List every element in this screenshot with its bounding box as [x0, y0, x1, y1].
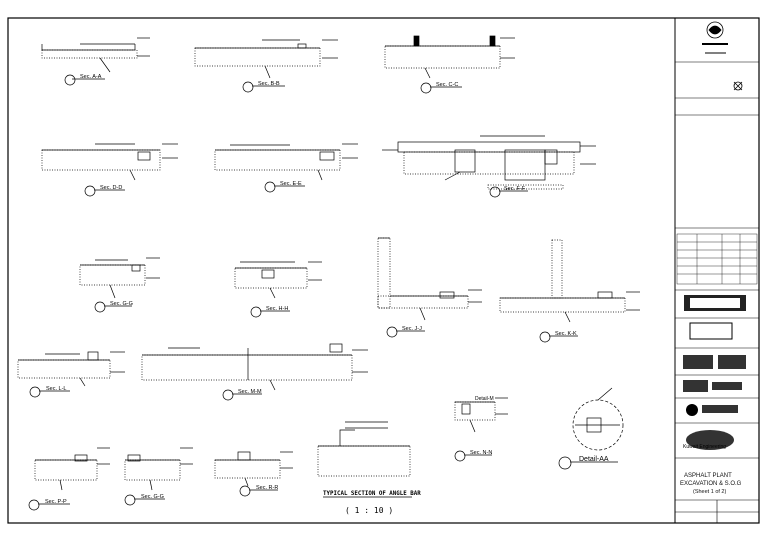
section-label-ee: Sec. E-E [280, 181, 302, 187]
section-cc-drawing [384, 35, 515, 94]
angle-bar-scale: ( 1 : 10 ) [345, 506, 393, 515]
section-label-mm: Sec. M-M [238, 389, 262, 395]
section-hh-drawing [234, 261, 322, 318]
section-label-aa: Sec. A-A [80, 74, 102, 80]
section-label-nn: Sec. N-N [470, 450, 492, 456]
section-label-dd: Sec. D-D [100, 185, 122, 191]
designer-monogram-logo [733, 81, 743, 91]
section-dd-drawing [41, 143, 178, 197]
sheet-border [7, 17, 760, 524]
section-label-rr: Sec. R-R [256, 485, 278, 491]
section-label-cc: Sec. C-C [436, 82, 458, 88]
detail-aa-drawing [558, 387, 624, 470]
company-logo-text: Kuwait Engineering [683, 444, 726, 450]
section-label-hh: Sec. H-H [266, 306, 288, 312]
section-jj-drawing [377, 237, 482, 338]
section-ee-drawing [214, 143, 358, 193]
section-bb-drawing [194, 39, 338, 93]
section-label-gg-2: Sec. G-G [141, 494, 164, 500]
angle-bar-title: TYPICAL SECTION OF ANGLE BAR [323, 491, 421, 497]
sheet-number: (Sheet 1 of 2) [693, 489, 726, 495]
section-label-ll: Sec. L-L [46, 386, 66, 392]
section-label-ff: Sec. F-F [504, 186, 526, 192]
state-emblem-logo [702, 21, 728, 54]
project-title-line1: ASPHALT PLANT [684, 473, 732, 479]
revision-table [676, 233, 758, 285]
section-aa-drawing [41, 37, 150, 86]
section-ff-drawing [382, 135, 596, 198]
section-kk-drawing [499, 239, 640, 343]
angle-bar-drawing [317, 421, 411, 477]
section-mm-drawing [141, 343, 368, 401]
section-pp-drawing [28, 447, 110, 511]
detail-aa-title: Detail-AA [579, 456, 609, 463]
partner-logos [683, 295, 746, 450]
section-label-pp: Sec. P-P [45, 499, 67, 505]
section-label-bb: Sec. B-B [258, 81, 280, 87]
section-label-gg-1: Sec. G-G [110, 301, 133, 307]
detail-m-drawing [454, 397, 508, 462]
section-label-kk: Sec. K-K [555, 331, 577, 337]
detail-m-title: Detail-M [475, 396, 494, 402]
section-ll-drawing [17, 351, 125, 398]
section-gg-2-drawing [124, 447, 193, 506]
section-rr-drawing [214, 451, 293, 497]
section-gg-1-drawing [79, 257, 160, 313]
section-label-jj: Sec. J-J [402, 326, 422, 332]
project-title-line2: EXCAVATION & S.O.G [680, 481, 742, 487]
title-block [675, 61, 759, 523]
